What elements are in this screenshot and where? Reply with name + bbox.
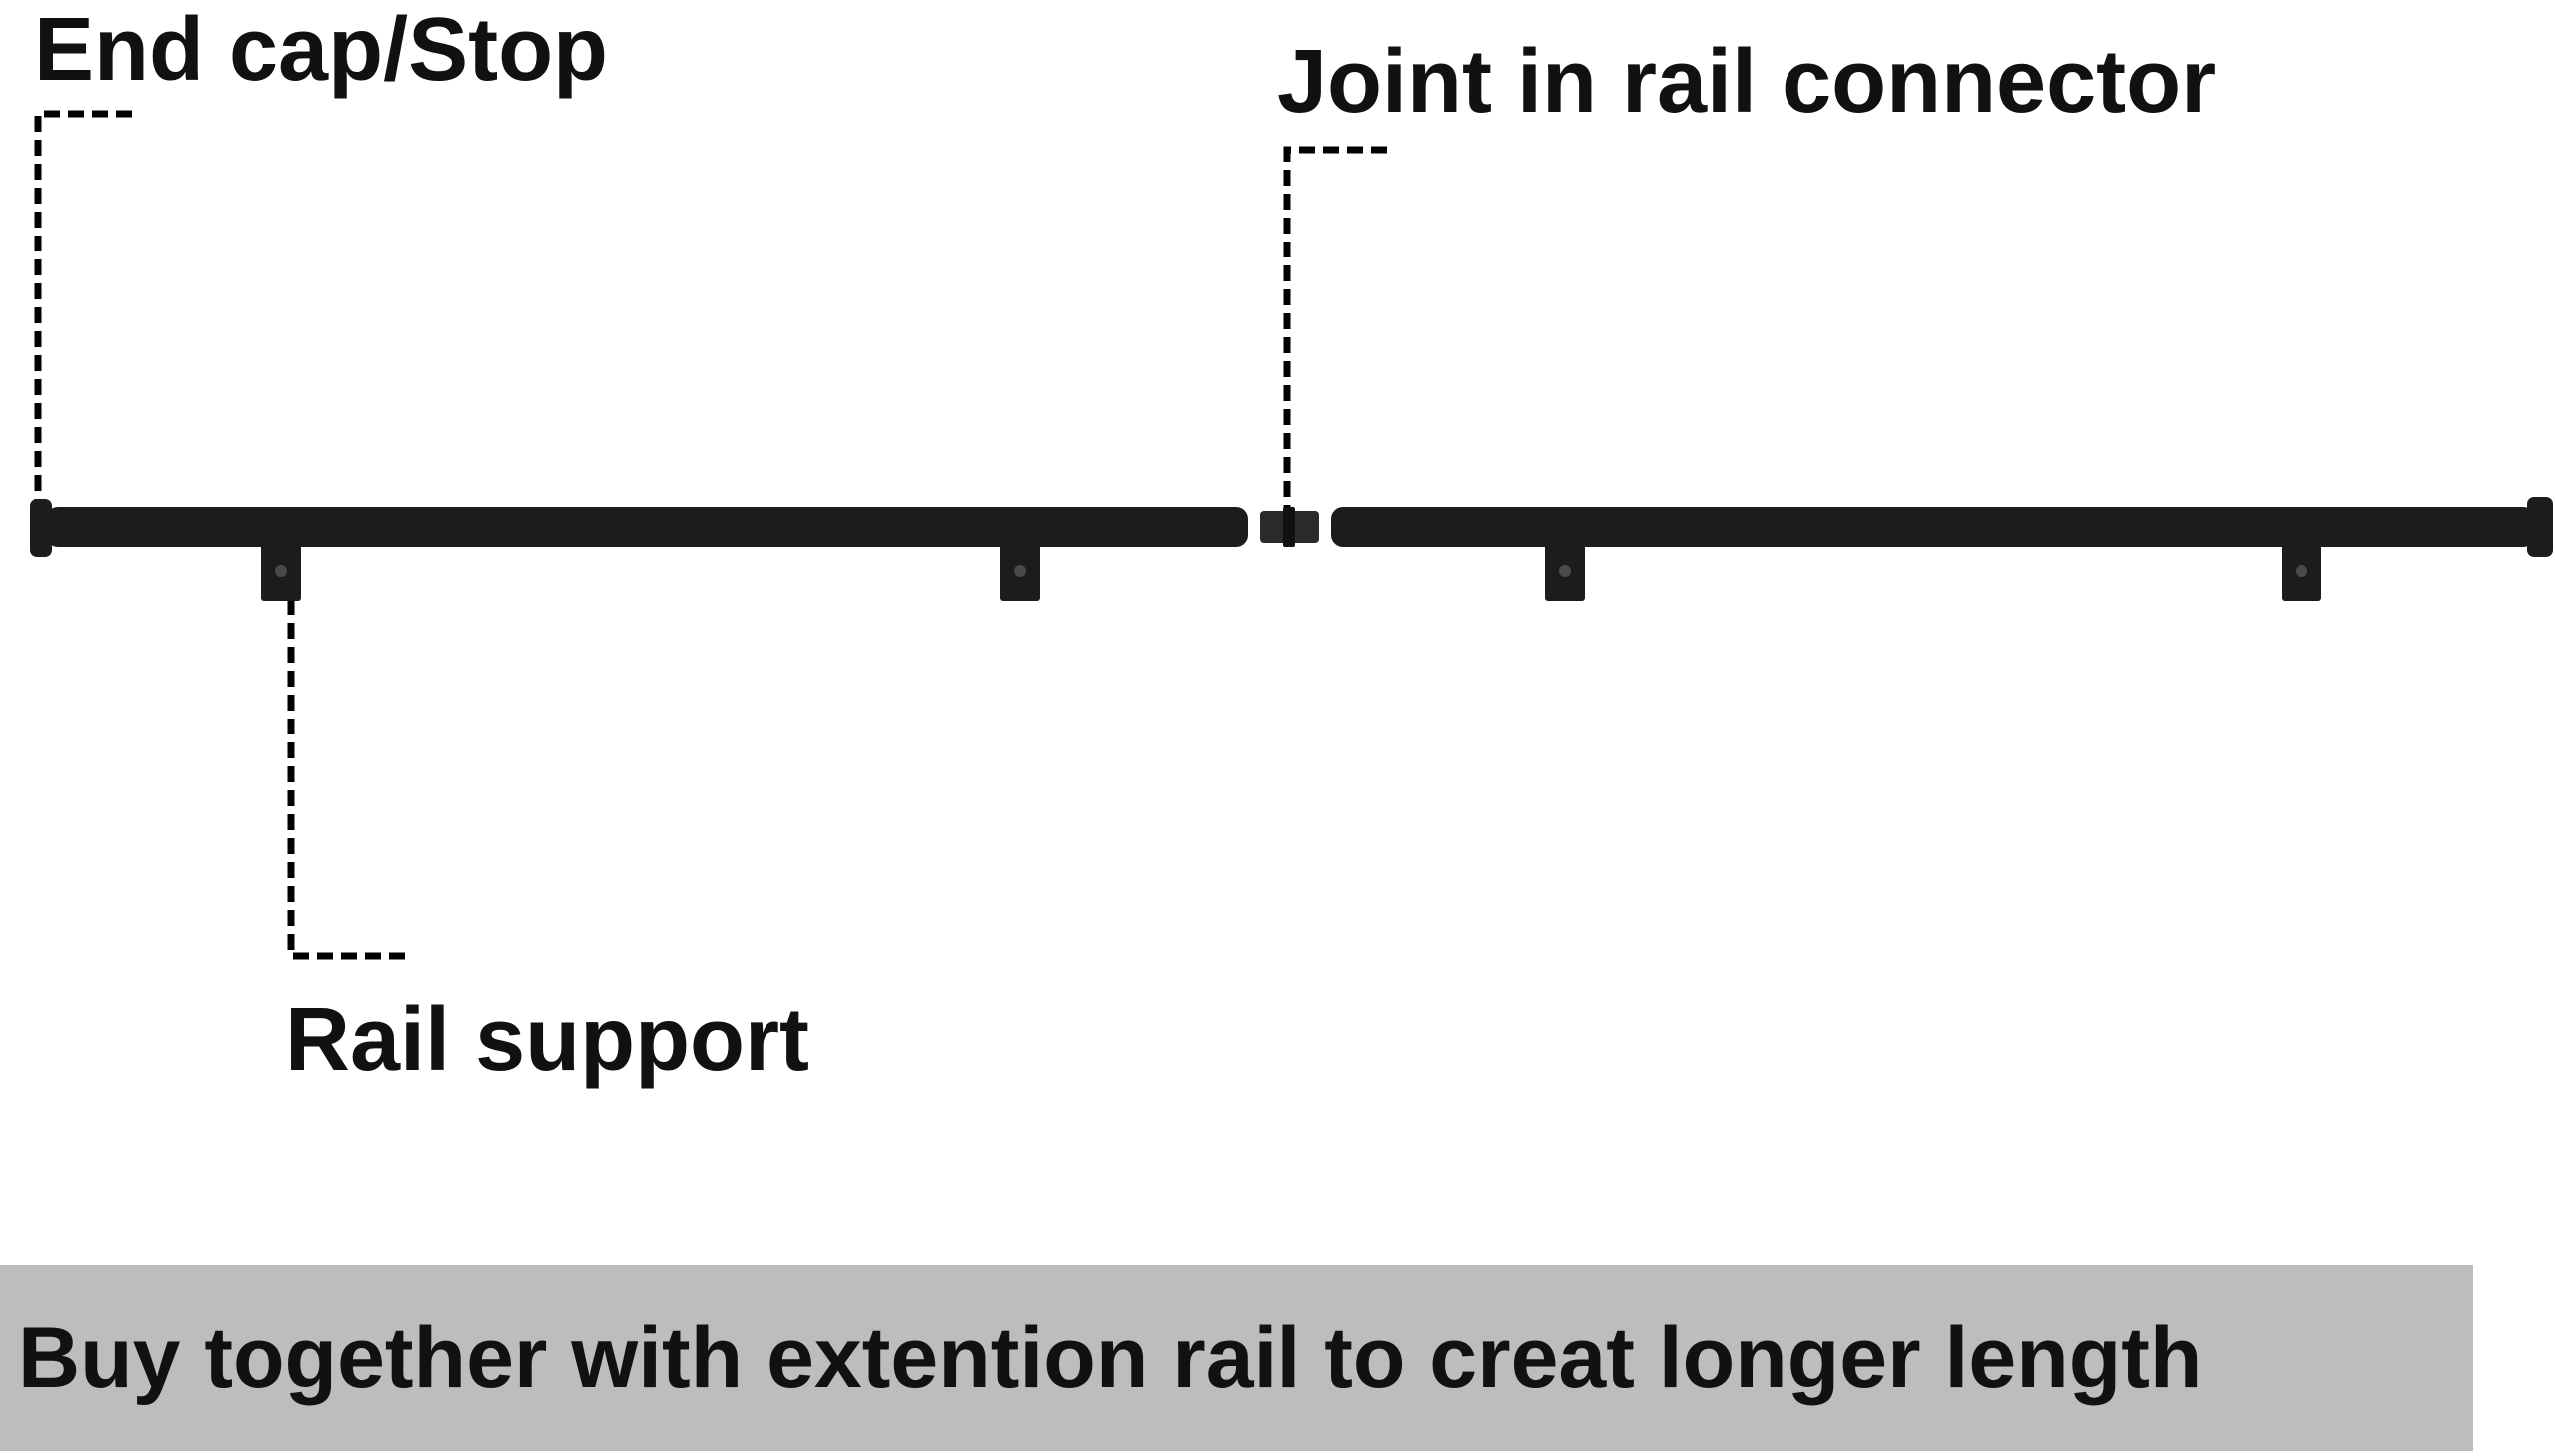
- rail-support-bracket: [2282, 539, 2321, 601]
- left-rail: [30, 499, 1248, 601]
- right-rail-bar: [1331, 507, 2535, 547]
- end-cap-label: End cap/Stop: [34, 0, 608, 100]
- promo-banner-text: Buy together with extention rail to crea…: [18, 1309, 2203, 1406]
- joint-connector-label: Joint in rail connector: [1278, 32, 2216, 132]
- joint-connector: [1260, 507, 1319, 547]
- rail-support-leader: [287, 599, 405, 960]
- end-cap-left: [30, 499, 52, 557]
- end-cap-leader: [34, 110, 132, 511]
- right-rail: [1331, 497, 2553, 601]
- rail-support-bracket: [261, 539, 301, 601]
- left-rail-bar: [46, 507, 1248, 547]
- rail-support-bracket: [1545, 539, 1585, 601]
- joint-connector-leader: [1283, 146, 1387, 519]
- rail-support-label: Rail support: [285, 990, 809, 1090]
- promo-banner: Buy together with extention rail to crea…: [0, 1265, 2473, 1451]
- rail-support-bracket: [1000, 539, 1040, 601]
- end-cap-right: [2527, 497, 2553, 557]
